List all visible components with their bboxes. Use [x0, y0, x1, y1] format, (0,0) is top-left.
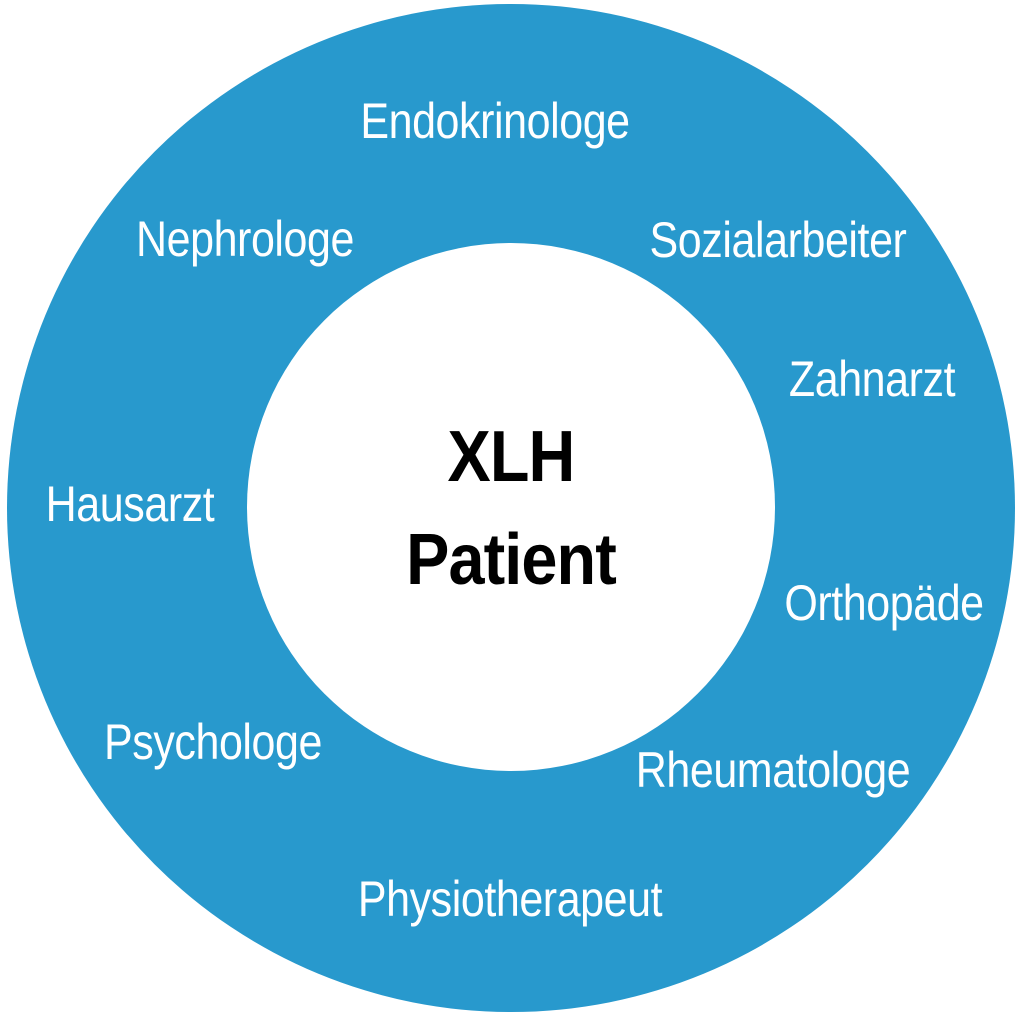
center-patient-label: XLH Patient: [394, 406, 627, 612]
ring-label-nephrologe: Nephrologe: [118, 214, 372, 264]
ring-label-text: Zahnarzt: [788, 351, 956, 407]
ring-label-text: Orthopäde: [784, 575, 984, 631]
ring-label-orthopaede: Orthopäde: [768, 578, 1000, 628]
ring-label-endokrinologe: Endokrinologe: [338, 96, 651, 146]
ring-label-hausarzt: Hausarzt: [32, 479, 228, 529]
ring-label-psychologe: Psychologe: [86, 717, 340, 767]
ring-label-text: Psychologe: [103, 714, 323, 770]
center-label-line1: XLH: [447, 417, 576, 497]
inner-white-circle: [247, 243, 775, 771]
ring-label-text: Physiotherapeut: [357, 871, 663, 927]
ring-label-text: Rheumatologe: [635, 742, 911, 798]
ring-label-text: Endokrinologe: [360, 93, 630, 149]
ring-label-text: Sozialarbeiter: [649, 212, 907, 268]
ring-label-text: Nephrologe: [135, 211, 355, 267]
ring-label-rheumatologe: Rheumatologe: [613, 745, 932, 795]
ring-label-physiotherapeut: Physiotherapeut: [333, 874, 687, 924]
ring-label-sozialarbeiter: Sozialarbeiter: [629, 215, 928, 265]
ring-label-text: Hausarzt: [45, 476, 215, 532]
center-label-line2: Patient: [406, 520, 617, 600]
ring-label-zahnarzt: Zahnarzt: [775, 354, 968, 404]
